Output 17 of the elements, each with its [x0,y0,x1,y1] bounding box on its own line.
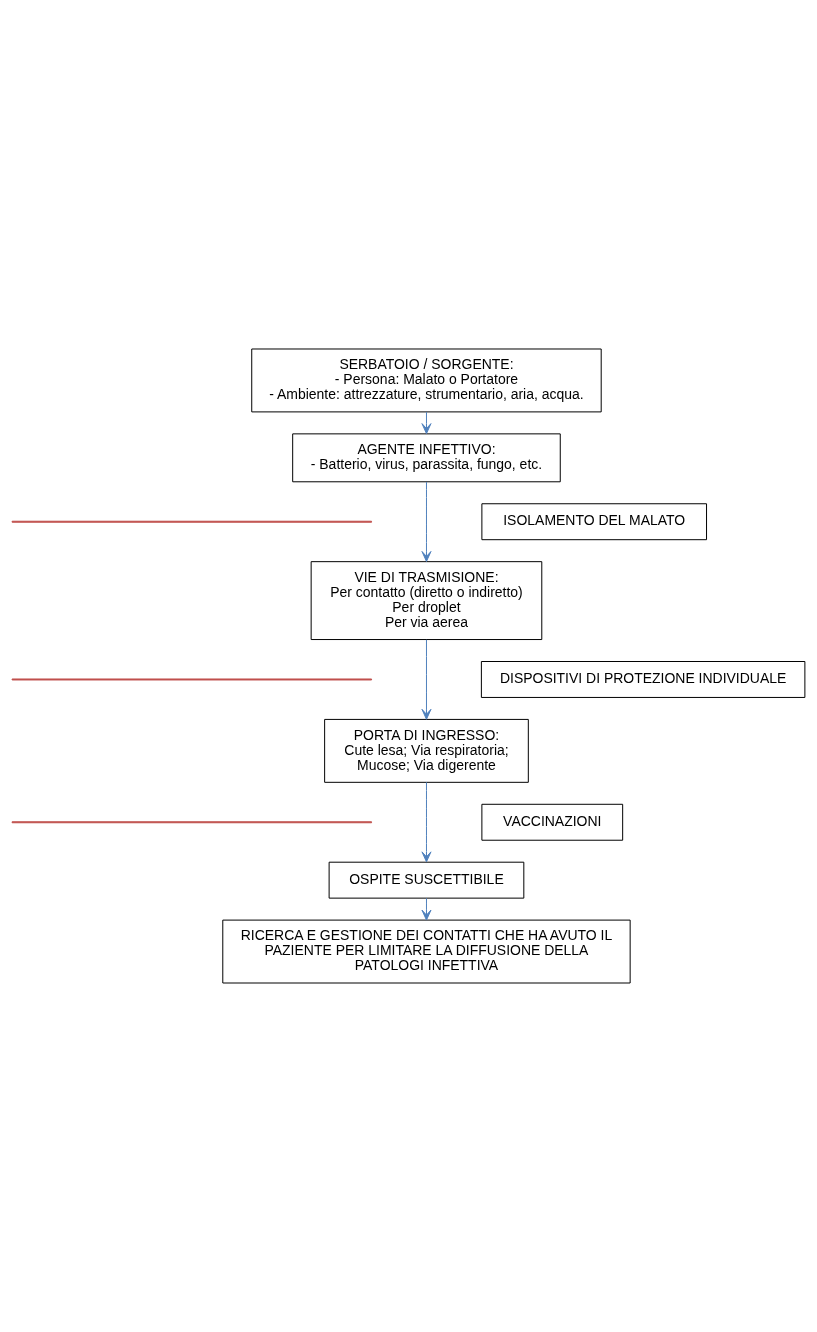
arrow [421,639,432,720]
node-box: VIE DI TRASMISIONE: Per contatto (diretto o indiretto) Per droplet Per via aerea [310,561,543,641]
node-box: DISPOSITIVI DI PROTEZIONE INDIVIDUALE [480,661,806,698]
node-bar [11,678,373,681]
node-box: RICERCA E GESTIONE DEI CONTATTI CHE HA AVUTO IL PAZIENTE PER LIMITARE LA DIFFUSIONE DELLA PATOLOGI INFETTIVA [222,919,631,984]
arrow [421,897,432,921]
arrow [421,481,432,562]
node-bar [11,520,373,523]
node-box: ISOLAMENTO DEL MALATO [481,503,708,541]
node-box: PORTA DI INGRESSO: Cute lesa; Via respiratoria; Mucose; Via digerente [324,718,529,783]
node-box: VACCINAZIONI [481,803,624,841]
node-box: AGENTE INFETTIVO: - Batterio, virus, parassita, fungo, etc. [292,433,561,483]
node-bar [11,821,373,824]
node-box: SERBATOIO / SORGENTE: - Persona: Malato o Portatore - Ambiente: attrezzature, strumentario, aria, acqua. [251,348,602,413]
arrow [421,411,432,435]
arrow [421,781,432,863]
node-box: OSPITE SUSCETTIBILE [328,861,525,899]
